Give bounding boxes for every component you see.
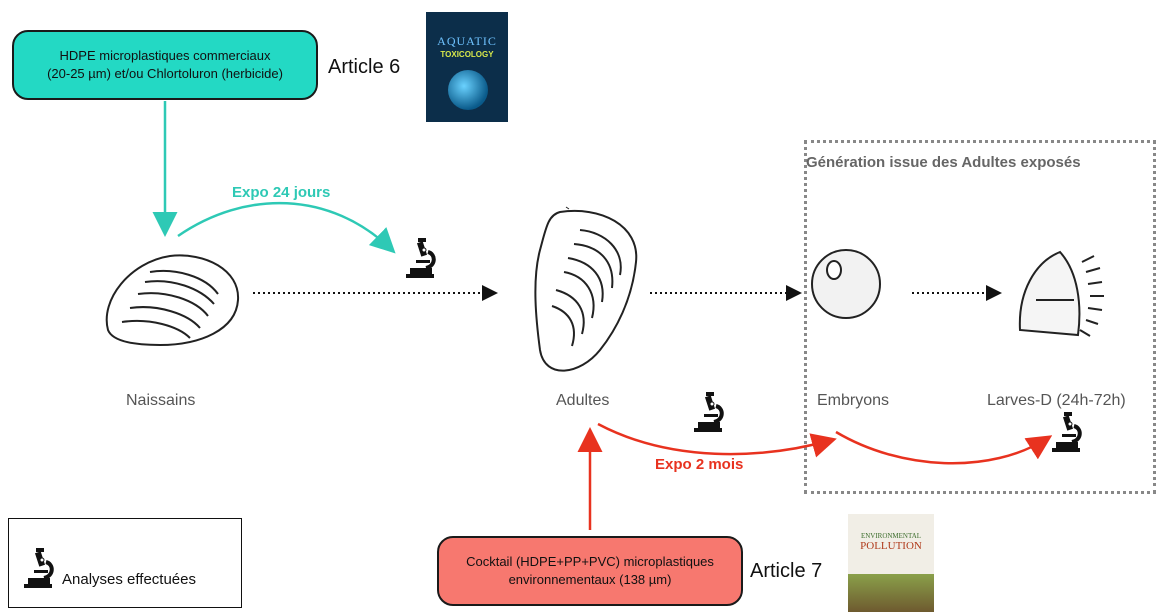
microscope-icon [692, 390, 724, 434]
cover-title-line1: AQUATIC [437, 34, 497, 48]
legend-box [8, 518, 242, 608]
generation-frame [804, 140, 1156, 494]
stage-larves: Larves-D (24h-72h) [987, 392, 1126, 409]
cover-title-line1: ENVIRONMENTAL [860, 532, 922, 540]
naissain-shell [105, 254, 240, 347]
d-larva [1018, 250, 1104, 337]
adult-oyster [534, 210, 638, 372]
stage-naissains: Naissains [126, 392, 196, 409]
legend-text: Analyses effectuées [62, 571, 196, 588]
expo-24-label: Expo 24 jours [232, 184, 331, 201]
microscope-icon [1050, 410, 1082, 454]
microscope-icon [404, 236, 436, 280]
arrow-embryos-to-larvae [835, 430, 1053, 465]
environmental-pollution-cover: ENVIRONMENTAL POLLUTION [848, 514, 934, 612]
arrow-expo-2-to-embryos [597, 422, 837, 458]
generation-title: Génération issue des Adultes exposés [806, 154, 1081, 171]
microscope-icon [22, 546, 54, 590]
cover-title-line2: POLLUTION [860, 540, 922, 552]
exposure-box-article7: Cocktail (HDPE+PP+PVC) microplastiques e… [437, 536, 743, 606]
expo-2-label: Expo 2 mois [655, 456, 744, 473]
cover-sphere [448, 70, 488, 110]
embryo [811, 249, 881, 319]
article7-label: Article 7 [750, 560, 823, 582]
stage-adultes: Adultes [556, 392, 610, 409]
article6-label: Article 6 [328, 56, 401, 78]
aquatic-toxicology-cover: AQUATIC TOXICOLOGY [426, 12, 508, 122]
cover-image [848, 574, 934, 612]
exposure-box-article6: HDPE microplastiques commerciaux (20-25 … [12, 30, 318, 100]
stage-embryons: Embryons [817, 392, 890, 409]
arrow-expo-24 [177, 201, 396, 254]
tick-mark [565, 206, 570, 210]
cover-title-line2: TOXICOLOGY [440, 50, 494, 59]
